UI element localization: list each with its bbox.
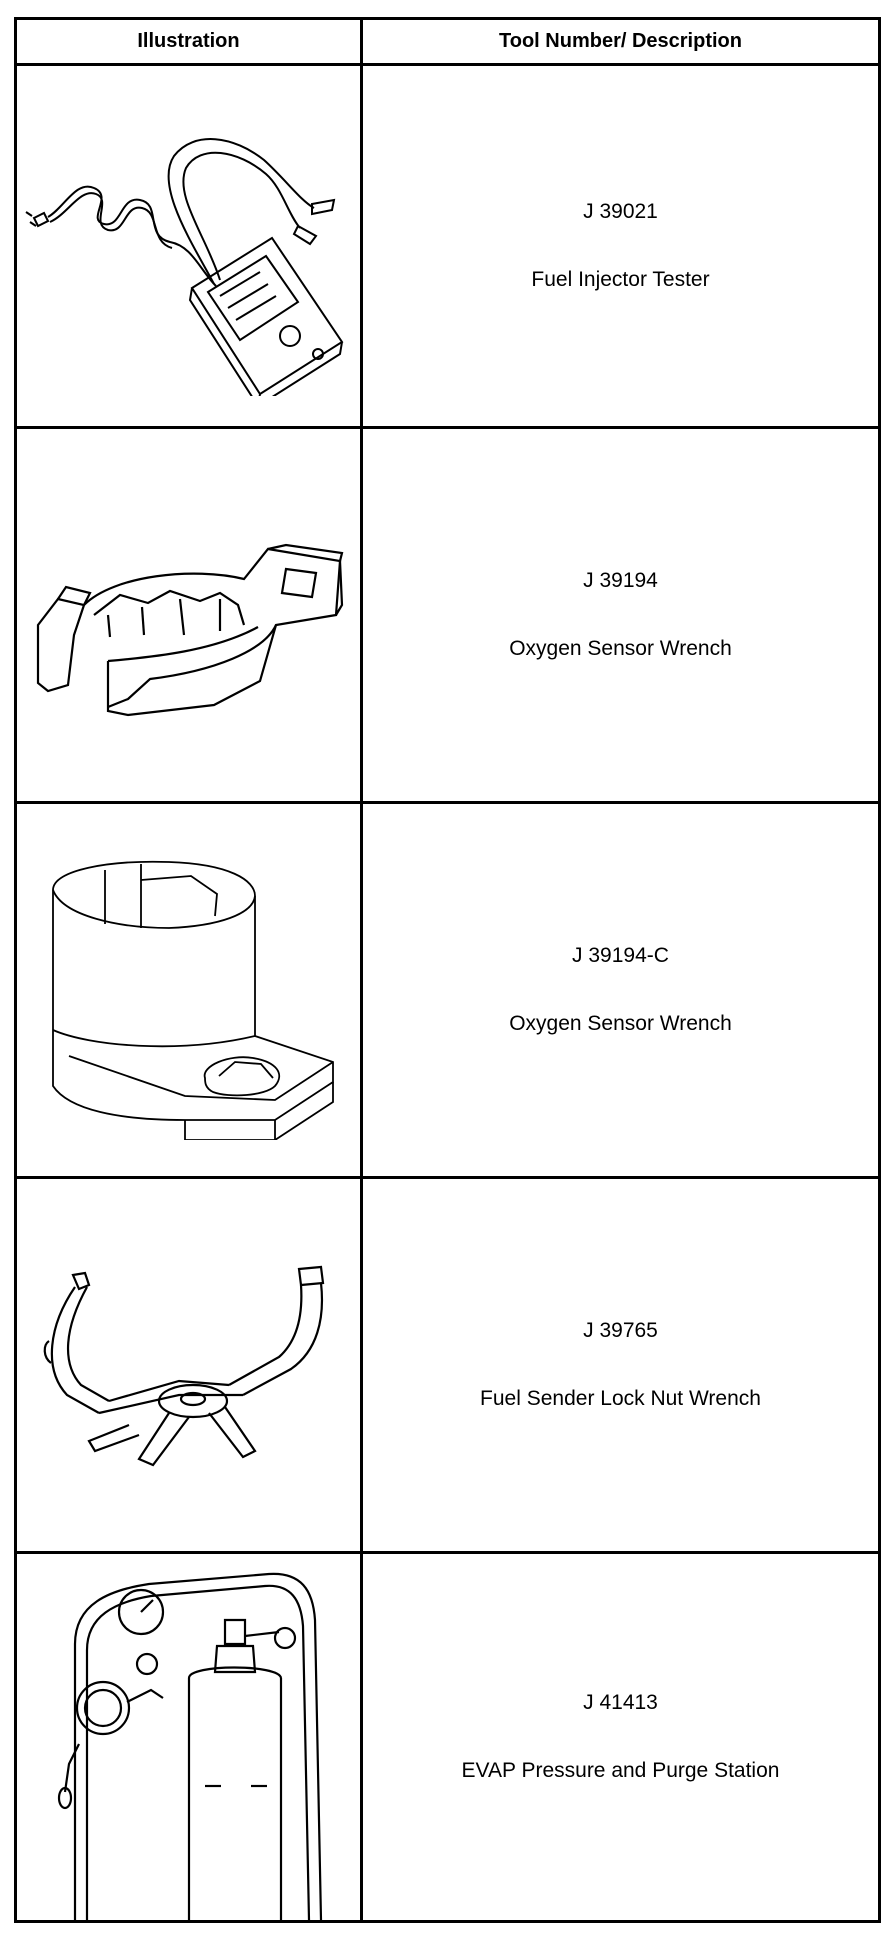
description-cell: J 39021 Fuel Injector Tester (363, 66, 878, 426)
description-cell: J 41413 EVAP Pressure and Purge Station (363, 1554, 878, 1920)
tool-description: EVAP Pressure and Purge Station (461, 1759, 780, 1782)
header-illustration: Illustration (137, 30, 240, 52)
row-divider (17, 801, 878, 804)
tool-number: J 39194 (583, 569, 658, 592)
fuel-injector-tester-icon (24, 138, 343, 396)
tools-table: Illustration Tool Number/ Description (14, 17, 881, 1923)
tool-description: Fuel Injector Tester (531, 268, 710, 291)
tool-number: J 39194-C (572, 944, 669, 967)
description-cell: J 39194-C Oxygen Sensor Wrench (363, 804, 878, 1176)
description-cell: J 39194 Oxygen Sensor Wrench (363, 429, 878, 801)
illustration-cell (17, 66, 360, 426)
column-divider (360, 20, 363, 1920)
oxygen-sensor-wrench-icon (36, 543, 343, 717)
illustration-cell (17, 1554, 360, 1920)
tool-number: J 39021 (583, 200, 658, 223)
description-cell: J 39765 Fuel Sender Lock Nut Wrench (363, 1179, 878, 1551)
tool-number: J 39765 (583, 1319, 658, 1342)
oxygen-sensor-socket-icon (51, 860, 334, 1140)
illustration-cell (17, 804, 360, 1176)
lock-nut-wrench-icon (43, 1265, 324, 1467)
row-divider (17, 63, 878, 66)
illustration-cell (17, 1179, 360, 1551)
illustration-cell (17, 429, 360, 801)
row-divider (17, 1551, 878, 1554)
evap-station-icon (57, 1572, 322, 1920)
row-divider (17, 426, 878, 429)
header-description: Tool Number/ Description (499, 30, 742, 52)
tool-description: Fuel Sender Lock Nut Wrench (480, 1387, 761, 1410)
row-divider (17, 1176, 878, 1179)
tool-description: Oxygen Sensor Wrench (509, 637, 732, 660)
tool-number: J 41413 (583, 1691, 658, 1714)
tool-description: Oxygen Sensor Wrench (509, 1012, 732, 1035)
